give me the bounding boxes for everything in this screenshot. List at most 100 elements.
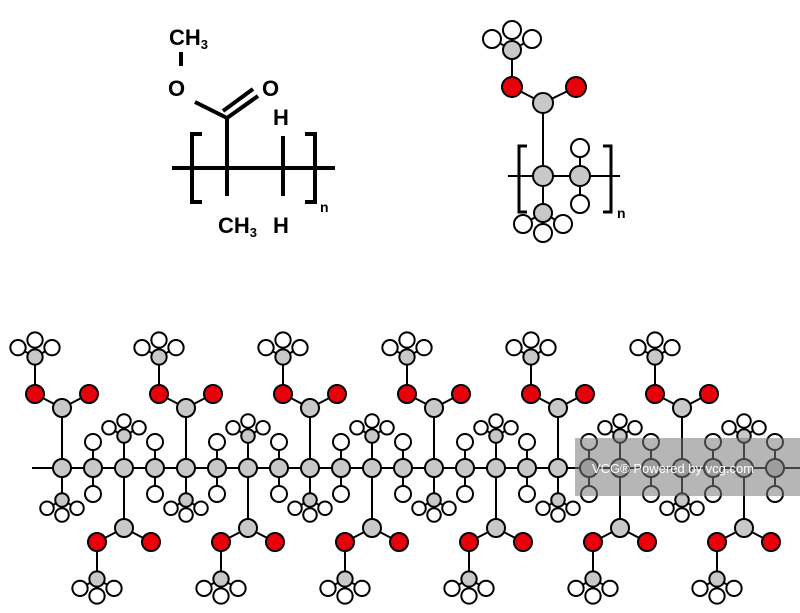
carbon-atom: [550, 492, 566, 508]
hydrogen-atom: [477, 579, 495, 597]
carbon-atom: [300, 398, 320, 418]
hydrogen-atom: [503, 420, 519, 436]
carbon-atom: [240, 428, 256, 444]
carbon-atom: [532, 165, 554, 187]
polymer-chain: [9, 331, 800, 605]
hydrogen-atom: [518, 433, 536, 451]
hydrogen-atom: [473, 420, 489, 436]
hydrogen-atom: [257, 339, 275, 357]
carbonyl-double-bond: [225, 94, 260, 120]
carbon-atom: [114, 458, 134, 478]
hydrogen-atom: [674, 507, 690, 523]
carbon-atom: [331, 458, 351, 478]
hydrogen-atom: [550, 507, 566, 523]
hydrogen-atom: [443, 579, 461, 597]
hydrogen-atom: [663, 339, 681, 357]
hydrogen-atom: [601, 579, 619, 597]
carbon-atom: [302, 492, 318, 508]
hydrogen-atom: [131, 420, 147, 436]
carbon-atom: [584, 570, 602, 588]
structural-formula: [172, 52, 335, 204]
hydrogen-atom: [502, 20, 522, 40]
hydrogen-atom: [302, 507, 318, 523]
hydrogen-atom: [84, 433, 102, 451]
carbon-atom: [300, 458, 320, 478]
carbon-atom: [362, 518, 382, 538]
hydrogen-atom: [150, 331, 168, 349]
hydrogen-atom: [570, 138, 590, 158]
hydrogen-atom: [353, 579, 371, 597]
hydrogen-atom: [317, 500, 333, 516]
carbon-atom: [150, 348, 168, 366]
carbon-atom: [708, 570, 726, 588]
hydrogen-atom: [565, 500, 581, 516]
oxygen-atom: [513, 532, 533, 552]
hydrogen-atom: [26, 331, 44, 349]
carbon-atom: [517, 458, 537, 478]
hydrogen-atom: [426, 507, 442, 523]
carbon-atom: [455, 458, 475, 478]
carbon-atom: [426, 492, 442, 508]
hydrogen-atom: [567, 579, 585, 597]
carbon-atom: [269, 458, 289, 478]
hydrogen-atom: [225, 420, 241, 436]
hydrogen-atom: [456, 433, 474, 451]
oxygen-atom: [327, 384, 347, 404]
hydrogen-atom: [349, 420, 365, 436]
hydrogen-atom: [364, 413, 380, 429]
hydrogen-atom: [105, 579, 123, 597]
hydrogen-atom: [533, 223, 553, 243]
carbon-atom: [145, 458, 165, 478]
hydrogen-atom: [553, 214, 573, 234]
carbon-atom: [610, 518, 630, 538]
carbon-atom: [336, 570, 354, 588]
carbon-atom: [362, 458, 382, 478]
hydrogen-atom: [570, 194, 590, 214]
oxygen-atom: [79, 384, 99, 404]
oxygen-atom: [583, 532, 603, 552]
hydrogen-atom: [43, 339, 61, 357]
hydrogen-atom: [584, 587, 602, 605]
hydrogen-atom: [411, 500, 427, 516]
oxygen-atom: [25, 384, 45, 404]
hydrogen-atom: [691, 579, 709, 597]
lower-methyl-label: CH3: [218, 213, 257, 240]
hydrogen-atom: [398, 331, 416, 349]
hydrogen-atom: [270, 433, 288, 451]
oxygen-atom: [761, 532, 781, 552]
oxygen-atom: [565, 76, 587, 98]
hydrogen-atom: [332, 485, 350, 503]
ester-methyl-label: CH3: [169, 25, 208, 52]
oxygen-atom: [87, 532, 107, 552]
hydrogen-atom: [287, 500, 303, 516]
oxygen-atom: [265, 532, 285, 552]
carbon-atom: [238, 458, 258, 478]
oxygen-atom: [451, 384, 471, 404]
hydrogen-atom: [721, 420, 737, 436]
hydrogen-atom: [88, 587, 106, 605]
upper-hydrogen-label: H: [273, 105, 289, 130]
hydrogen-atom: [505, 339, 523, 357]
hydrogen-atom: [9, 339, 27, 357]
hydrogen-atom: [167, 339, 185, 357]
carbon-atom: [116, 428, 132, 444]
hydrogen-atom: [71, 579, 89, 597]
carbon-atom: [569, 165, 591, 187]
carbon-atom: [274, 348, 292, 366]
watermark-band: [575, 438, 800, 496]
hydrogen-atom: [193, 500, 209, 516]
carbon-atom: [26, 348, 44, 366]
hydrogen-atom: [229, 579, 247, 597]
carbon-atom: [460, 570, 478, 588]
hydrogen-atom: [163, 500, 179, 516]
oxygen-atom: [637, 532, 657, 552]
carbon-atom: [486, 518, 506, 538]
lower-hydrogen-label: H: [273, 213, 289, 238]
watermark-text: VCG® Powered by vcg.com: [592, 461, 754, 476]
hydrogen-atom: [146, 485, 164, 503]
oxygen-atom: [149, 384, 169, 404]
carbon-atom: [398, 348, 416, 366]
carbonyl-oxygen-label: O: [262, 76, 279, 101]
carbon-atom: [364, 428, 380, 444]
carbonyl-double-bond-second: [221, 87, 255, 113]
